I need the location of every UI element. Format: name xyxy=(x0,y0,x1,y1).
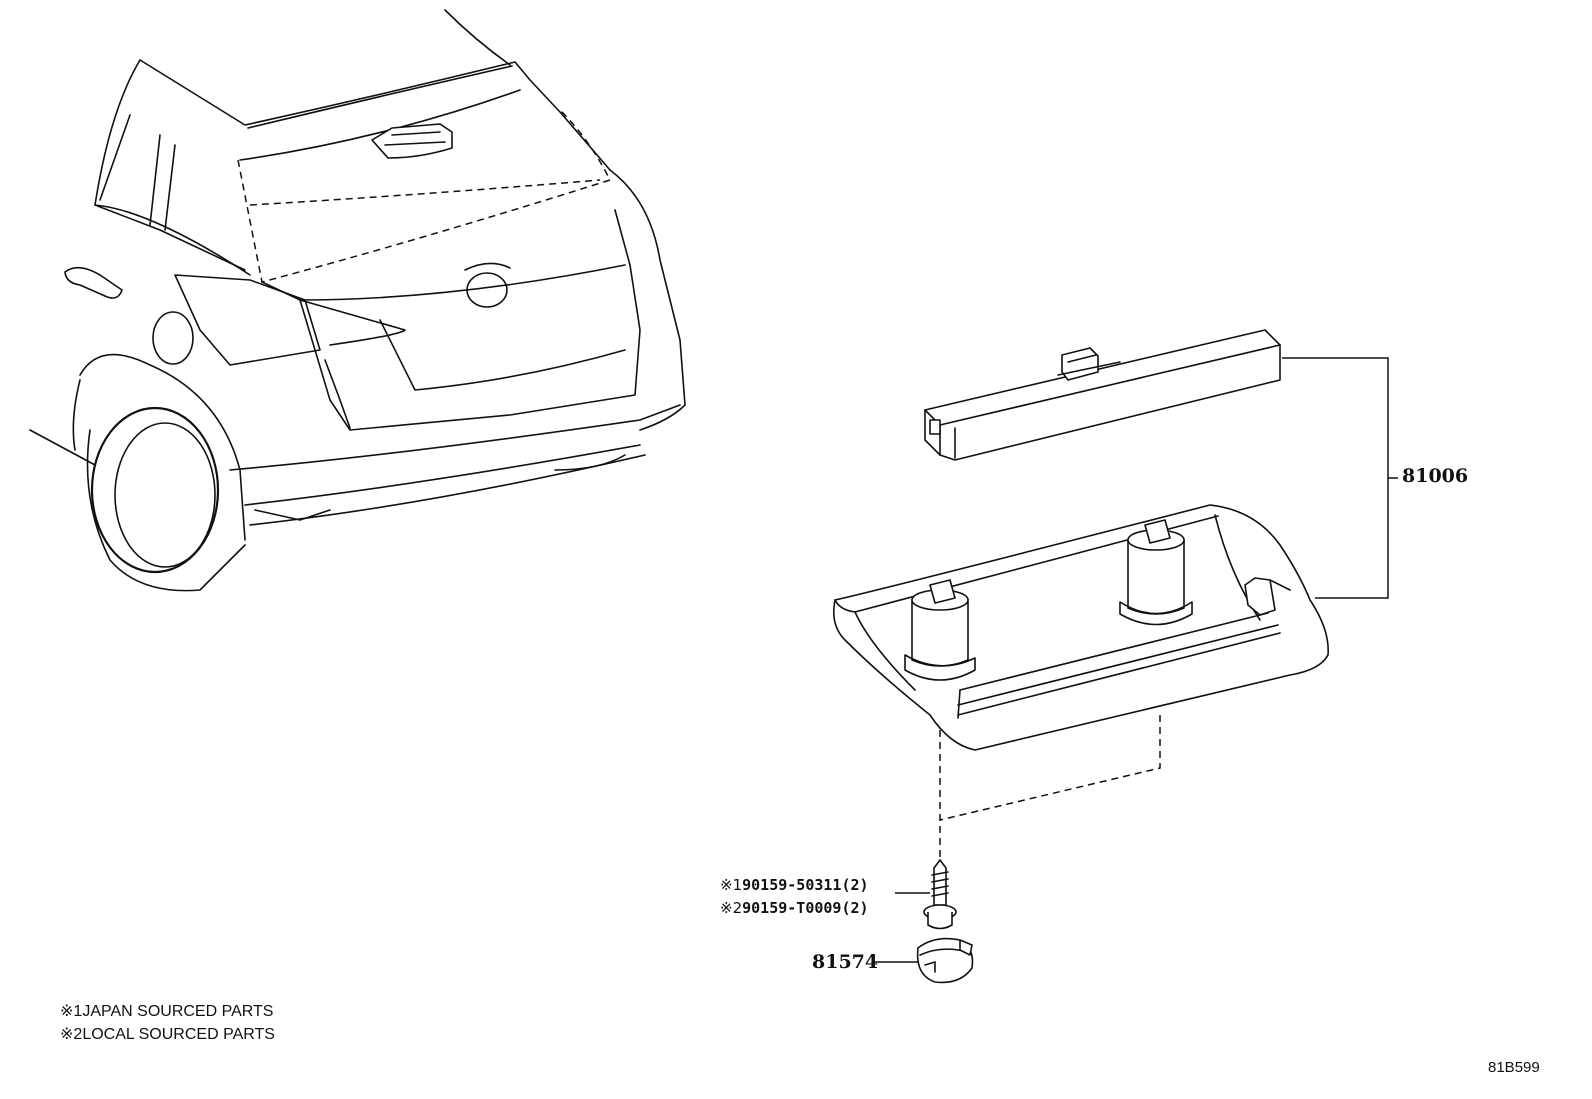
screw-callout-2: ※290159-T0009(2) xyxy=(720,901,869,916)
screw-part xyxy=(923,859,957,930)
legend-mark-1: ※1 xyxy=(60,1003,83,1020)
screw-mark-1: ※1 xyxy=(720,876,743,894)
vehicle-rear-illustration xyxy=(29,9,686,592)
stop-lamp-housing xyxy=(832,504,1329,751)
legend-note-1: ※1JAPAN SOURCED PARTS xyxy=(60,1004,273,1020)
screw-callout-1: ※190159-50311(2) xyxy=(720,878,869,893)
legend-mark-2: ※2 xyxy=(60,1026,83,1043)
cover-part xyxy=(916,937,974,984)
legend-text-2: LOCAL SOURCED PARTS xyxy=(82,1026,275,1043)
callout-81574: 81574 xyxy=(812,951,879,973)
figure-code: 81B599 xyxy=(1488,1059,1540,1076)
stop-lamp-bar xyxy=(924,329,1281,461)
callout-81006: 81006 xyxy=(1402,465,1469,487)
screw-mark-2: ※2 xyxy=(720,899,743,917)
screw-part-number-1: 90159-50311(2) xyxy=(742,876,869,894)
screw-part-number-2: 90159-T0009(2) xyxy=(742,899,869,917)
legend-note-2: ※2LOCAL SOURCED PARTS xyxy=(60,1027,275,1043)
leader-lines xyxy=(874,357,1398,963)
legend-text-1: JAPAN SOURCED PARTS xyxy=(82,1003,274,1020)
